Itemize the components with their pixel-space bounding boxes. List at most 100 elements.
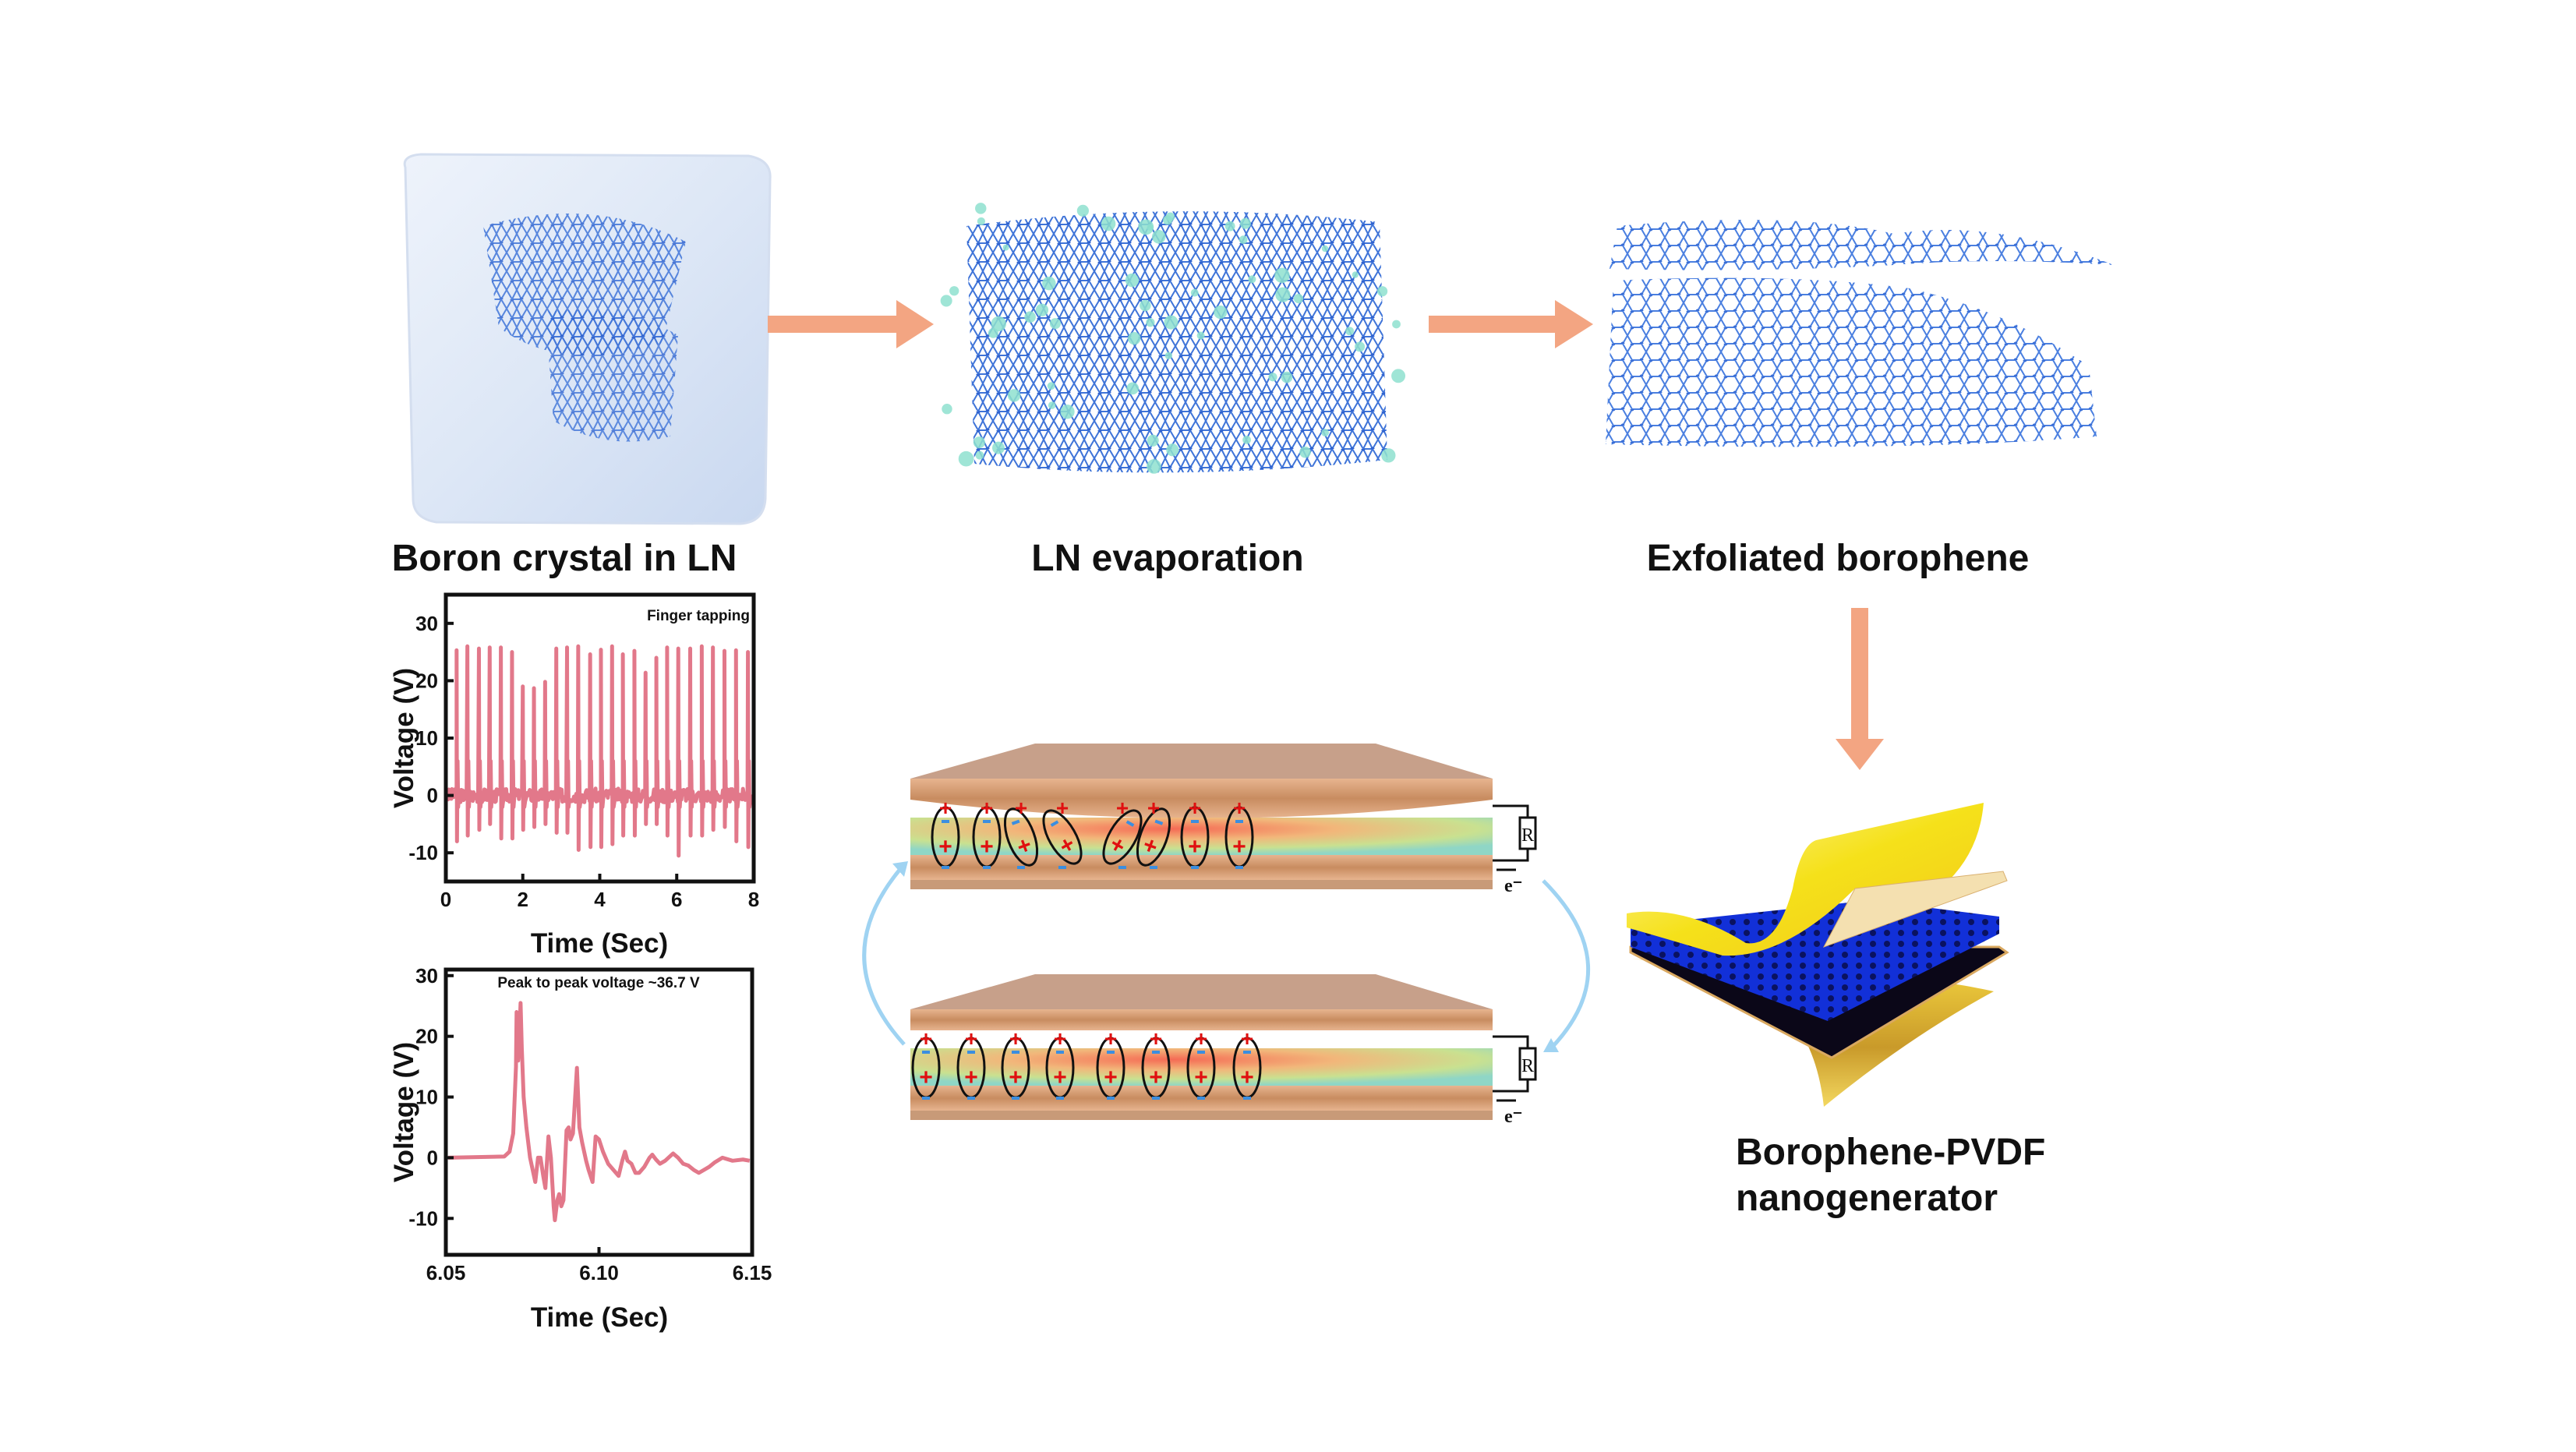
plus-charge-icon: +	[1147, 796, 1160, 820]
minus-charge-icon	[1011, 819, 1020, 825]
plus-charge-icon: +	[965, 1026, 977, 1051]
resistor-icon	[1518, 816, 1537, 850]
device-label-line2: nanogenerator	[1736, 1178, 1998, 1219]
cycle-arrow-left-head-icon	[892, 861, 908, 877]
nitrogen-sphere	[1381, 448, 1396, 463]
base-plate	[910, 1111, 1493, 1120]
minus-charge-icon	[1191, 866, 1199, 869]
dipole-ellipse	[1042, 809, 1083, 865]
plus-charge-icon: +	[919, 1065, 933, 1090]
step-label-ln-evaporation: LN evaporation	[1031, 538, 1303, 579]
nitrogen-sphere	[1076, 204, 1089, 217]
nitrogen-sphere	[1275, 287, 1291, 302]
y-tick-label: -10	[408, 1206, 438, 1230]
plus-charge-icon: +	[1233, 796, 1246, 820]
plus-charge-icon: +	[1149, 1065, 1163, 1090]
minus-charge-icon	[1118, 866, 1126, 869]
nitrogen-sphere	[1268, 373, 1277, 382]
nitrogen-sphere	[991, 316, 1006, 332]
nitrogen-sphere	[1151, 230, 1166, 244]
plus-charge-icon: +	[1195, 1026, 1207, 1051]
nitrogen-sphere	[1352, 271, 1359, 278]
dipole: +	[1136, 807, 1171, 867]
minus-charge-icon	[942, 820, 949, 823]
nitrogen-sphere	[1239, 235, 1248, 244]
top-electrode	[910, 779, 1493, 818]
released-state-diagram: ++++++++++++++++Re⁻	[910, 974, 1537, 1127]
minus-charge-icon	[922, 1097, 930, 1100]
nitrogen-sphere	[1293, 293, 1304, 304]
x-tick-label: 4	[594, 888, 606, 911]
nitrogen-sphere	[977, 217, 986, 226]
minus-charge-icon	[922, 1051, 930, 1054]
minus-charge-icon	[1125, 820, 1135, 827]
y-axis-label: Voltage (V)	[389, 668, 419, 808]
nitrogen-sphere	[1002, 244, 1009, 251]
cycle-arrow-right-head-icon	[1543, 1038, 1559, 1052]
process-arrow-right-icon	[768, 300, 934, 348]
plus-charge-icon: +	[1232, 834, 1246, 860]
nitrogen-sphere	[991, 441, 1005, 454]
plus-charge-icon: +	[1189, 796, 1201, 820]
x-axis-label: Time (Sec)	[531, 928, 668, 959]
nitrogen-sphere	[1048, 401, 1056, 409]
plus-charge-icon: +	[1150, 1026, 1162, 1051]
nitrogen-sphere	[1147, 459, 1161, 474]
y-tick-label: 10	[415, 1086, 438, 1109]
dipole-ellipse	[1003, 807, 1039, 867]
step-label-exfoliated-borophene: Exfoliated borophene	[1647, 538, 2030, 579]
minus-charge-icon	[1107, 1097, 1115, 1100]
peak-voltage-chart: Voltage (V) Time (Sec) Peak to peak volt…	[389, 964, 772, 1333]
nitrogen-sphere	[1126, 382, 1140, 395]
nitrogen-sphere	[1101, 216, 1116, 231]
device-label-line1: Borophene-PVDF	[1736, 1132, 2045, 1173]
nitrogen-sphere	[1376, 286, 1388, 297]
nitrogen-sphere	[973, 436, 985, 449]
minus-charge-icon	[967, 1051, 975, 1054]
dipole-ellipse	[1136, 807, 1171, 867]
process-arrow-right-icon	[1429, 300, 1593, 348]
nitrogen-sphere	[1321, 245, 1329, 253]
x-tick-label: 6.05	[426, 1261, 466, 1284]
nitrogen-sphere	[1214, 306, 1228, 320]
minus-charge-icon	[1058, 866, 1066, 869]
plus-charge-icon: +	[1056, 796, 1069, 820]
chart-annotation: Peak to peak voltage ~36.7 V	[497, 975, 700, 991]
y-tick-label: 0	[427, 1146, 438, 1169]
minus-charge-icon	[1012, 1097, 1019, 1100]
minus-charge-icon	[1191, 820, 1199, 823]
minus-charge-icon	[1243, 1051, 1251, 1054]
top-electrode	[910, 1009, 1493, 1030]
nitrogen-sphere	[1299, 446, 1311, 458]
minus-charge-icon	[1050, 820, 1059, 827]
pressed-state-diagram: ++++++++++++++++Re⁻	[910, 744, 1537, 896]
nitrogen-sphere	[1164, 352, 1173, 359]
plus-charge-icon: +	[1104, 1026, 1117, 1051]
plus-charge-icon: +	[938, 834, 952, 860]
step-label-boron-crystal: Boron crystal in LN	[392, 538, 737, 579]
y-tick-label: 30	[415, 612, 438, 635]
minus-charge-icon	[1152, 1097, 1160, 1100]
nitrogen-sphere	[1042, 276, 1056, 291]
plus-charge-icon: +	[1009, 1065, 1023, 1090]
dipole-ellipse	[1102, 809, 1143, 865]
nitrogen-sphere	[1147, 434, 1159, 447]
nitrogen-spheres	[940, 203, 1406, 474]
plus-charge-icon: +	[1241, 1026, 1253, 1051]
nitrogen-sphere	[1196, 331, 1205, 340]
top-plate	[910, 744, 1493, 779]
minus-charge-icon	[983, 820, 991, 823]
nitrogen-sphere	[1162, 215, 1173, 225]
plus-charge-icon: +	[1015, 796, 1027, 820]
electron-label: e⁻	[1504, 876, 1522, 896]
plus-charge-icon: +	[939, 796, 952, 820]
top-plate	[910, 974, 1493, 1009]
plus-charge-icon: +	[981, 796, 993, 820]
minus-charge-icon	[1107, 1051, 1115, 1054]
boron-crystal-in-ice-image	[403, 153, 772, 525]
finger-tapping-chart: Voltage (V) Time (Sec) Finger tapping -1…	[389, 592, 759, 959]
plus-charge-icon: +	[980, 834, 994, 860]
plus-charge-icon: +	[1009, 1026, 1022, 1051]
minus-charge-icon	[1197, 1051, 1205, 1054]
x-tick-label: 6.10	[579, 1261, 619, 1284]
